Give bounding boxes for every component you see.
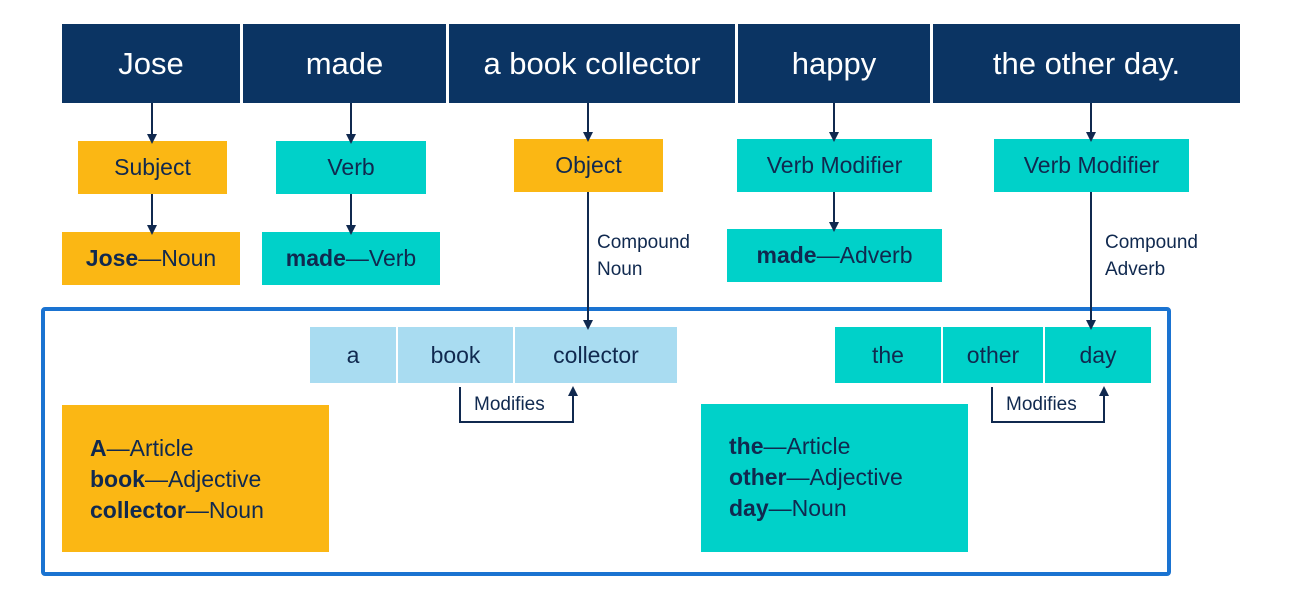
pos-made-verb: made—Verb bbox=[262, 232, 440, 285]
word-made-text: made bbox=[305, 45, 384, 81]
legend-word: collector bbox=[90, 497, 186, 523]
compound-adverb-day-text: day bbox=[1079, 341, 1117, 368]
pos-made-adverb: made—Adverb bbox=[727, 229, 942, 282]
word-happy: happy bbox=[738, 24, 930, 103]
legend-sep: — bbox=[185, 497, 209, 523]
arrow-modifies-left bbox=[459, 386, 578, 423]
compound-noun-book: book bbox=[398, 327, 513, 383]
legend-line: the—Article bbox=[729, 431, 968, 462]
role-object: Object bbox=[514, 139, 663, 192]
compound-adverb-other-text: other bbox=[966, 341, 1020, 368]
modifies-label-left: Modifies bbox=[474, 394, 545, 415]
modifies-label-right: Modifies bbox=[1006, 394, 1077, 415]
word-a-book-collector: a book collector bbox=[449, 24, 735, 103]
pos-sep: — bbox=[345, 245, 369, 271]
role-verb-modifier-1: Verb Modifier bbox=[737, 139, 932, 192]
compound-adverb-day: day bbox=[1045, 327, 1151, 383]
legend-line: collector—Noun bbox=[90, 495, 329, 526]
role-verb-modifier-1-text: Verb Modifier bbox=[766, 152, 903, 178]
role-verb-modifier-2: Verb Modifier bbox=[994, 139, 1189, 192]
compound-adverb-label-line1: Compound bbox=[1105, 232, 1198, 253]
word-jose-text: Jose bbox=[118, 45, 184, 81]
compound-adverb-the-text: the bbox=[872, 341, 904, 368]
word-the-other-day: the other day. bbox=[933, 24, 1240, 103]
pos-word: Jose bbox=[85, 245, 139, 271]
role-verb-text: Verb bbox=[327, 154, 375, 180]
pos-word: made bbox=[285, 245, 346, 271]
arrow-modifies-right bbox=[991, 386, 1109, 423]
compound-adverb-other: other bbox=[943, 327, 1043, 383]
word-happy-text: happy bbox=[791, 45, 877, 81]
word-jose: Jose bbox=[62, 24, 240, 103]
legend-word: A bbox=[90, 435, 107, 461]
legend-sep: — bbox=[106, 435, 130, 461]
legend-word: book bbox=[90, 466, 145, 492]
legend-tag: Adjective bbox=[809, 464, 903, 490]
legend-line: book—Adjective bbox=[90, 464, 329, 495]
legend-tag: Noun bbox=[208, 497, 264, 523]
legend-sep: — bbox=[763, 433, 787, 459]
detail-frame bbox=[41, 307, 1171, 576]
word-the-other-day-text: the other day. bbox=[992, 45, 1181, 81]
pos-word: made bbox=[756, 242, 817, 268]
legend-line: A—Article bbox=[90, 433, 329, 464]
role-verb-modifier-2-text: Verb Modifier bbox=[1023, 152, 1160, 178]
compound-noun-book-text: book bbox=[430, 341, 481, 368]
compound-adverb-label-line2: Adverb bbox=[1105, 259, 1166, 280]
role-verb: Verb bbox=[276, 141, 426, 194]
compound-noun-label-line2: Noun bbox=[597, 259, 643, 280]
compound-noun-label-line1: Compound bbox=[597, 232, 690, 253]
legend-tag: Adjective bbox=[167, 466, 262, 492]
pos-sep: — bbox=[816, 242, 840, 268]
legend-sep: — bbox=[786, 464, 810, 490]
compound-noun-collector-text: collector bbox=[553, 341, 639, 368]
legend-word: other bbox=[729, 464, 787, 490]
pos-tag: Noun bbox=[161, 245, 217, 271]
word-a-book-collector-text: a book collector bbox=[483, 45, 701, 81]
legend-compound-noun: A—Article book—Adjective collector—Noun bbox=[62, 405, 329, 552]
legend-compound-adverb: the—Article other—Adjective day—Noun bbox=[701, 404, 968, 552]
compound-adverb-label: Compound Adverb bbox=[1105, 229, 1198, 283]
role-subject-text: Subject bbox=[114, 154, 191, 180]
compound-noun-a: a bbox=[310, 327, 396, 383]
legend-tag: Article bbox=[129, 435, 194, 461]
legend-sep: — bbox=[768, 495, 792, 521]
legend-word: the bbox=[729, 433, 764, 459]
legend-tag: Article bbox=[786, 433, 851, 459]
compound-noun-collector: collector bbox=[515, 327, 677, 383]
pos-sep: — bbox=[138, 245, 162, 271]
role-subject: Subject bbox=[78, 141, 227, 194]
compound-noun-a-text: a bbox=[346, 341, 360, 368]
compound-noun-label: Compound Noun bbox=[597, 229, 690, 283]
legend-tag: Noun bbox=[791, 495, 847, 521]
pos-tag: Adverb bbox=[839, 242, 913, 268]
legend-line: other—Adjective bbox=[729, 462, 968, 493]
compound-adverb-the: the bbox=[835, 327, 941, 383]
legend-line: day—Noun bbox=[729, 493, 968, 524]
pos-jose-noun: Jose—Noun bbox=[62, 232, 240, 285]
legend-sep: — bbox=[144, 466, 168, 492]
role-object-text: Object bbox=[555, 152, 622, 178]
legend-word: day bbox=[729, 495, 769, 521]
word-made: made bbox=[243, 24, 446, 103]
pos-tag: Verb bbox=[368, 245, 417, 271]
